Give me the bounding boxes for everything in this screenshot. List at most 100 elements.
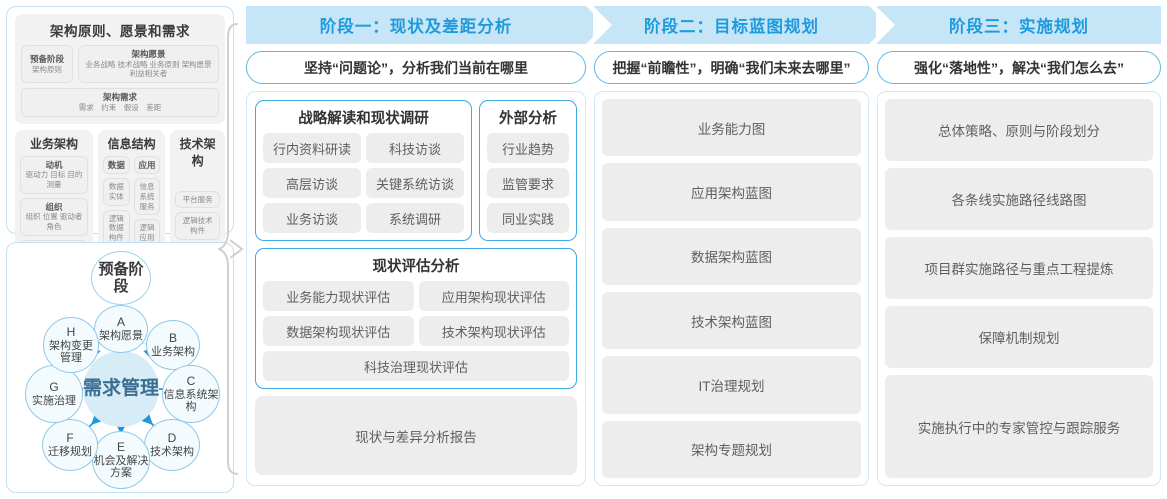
gap-analysis-report[interactable]: 现状与差异分析报告: [255, 396, 577, 475]
togaf-requirements-title: 架构需求: [102, 92, 137, 103]
strategy-research-title: 战略解读和现状调研: [298, 111, 429, 127]
adm-cycle: 预备阶段 需求管理 A 架构愿景 B 业务架构 C 信息系统架构: [7, 243, 233, 492]
chip[interactable]: 行业趋势: [487, 133, 569, 163]
chip[interactable]: 监管要求: [487, 168, 569, 198]
chip[interactable]: 应用架构蓝图: [602, 163, 861, 221]
chip-row: 业务能力现状评估 应用架构现状评估: [263, 281, 569, 311]
adm-node-center: 需求管理: [83, 351, 159, 427]
togaf-prep-sub: 架构原则: [32, 64, 62, 74]
strategy-research-group-wrap: 战略解读和现状调研 行内资料研读 科技访谈 高层访谈 关键系统访谈: [255, 100, 472, 241]
band-item: 数据实体: [103, 178, 130, 206]
togaf-vision-sub: 业务战略 技术战略 业务原则 架构愿景 利益相关者: [85, 59, 212, 79]
chip[interactable]: 各条线实施路径线路图: [885, 168, 1153, 231]
chip[interactable]: 行内资料研读: [263, 133, 361, 163]
adm-node-b: B 业务架构: [146, 320, 200, 370]
external-analysis-items: 行业趋势 监管要求 同业实践: [487, 133, 569, 233]
adm-node-a: A 架构愿景: [94, 305, 148, 353]
chip[interactable]: 数据架构现状评估: [263, 316, 414, 346]
phase-2-banner[interactable]: 阶段二：目标蓝图规划: [593, 6, 888, 44]
phase-2: 阶段二：目标蓝图规划 把握“前瞻性”，明确“我们未来去哪里” 业务能力图 应用架…: [593, 6, 888, 493]
chip-row: 行内资料研读 科技访谈: [263, 133, 464, 163]
band-item: 数据: [103, 155, 130, 175]
chip[interactable]: 系统调研: [366, 203, 464, 233]
phase-2-body: 业务能力图 应用架构蓝图 数据架构蓝图 技术架构蓝图 IT治理规划 架构专题规划: [594, 91, 869, 486]
chip[interactable]: 业务访谈: [263, 203, 361, 233]
togaf-content-framework-card: 架构原则、愿景和需求 预备阶段 架构原则 架构愿景 业务战略 技术战略 业务原则…: [6, 6, 234, 359]
external-analysis-group-wrap: 外部分析 行业趋势 监管要求 同业实践: [479, 100, 577, 241]
strategy-research-group: 战略解读和现状调研 行内资料研读 科技访谈 高层访谈 关键系统访谈: [255, 100, 472, 241]
phase-columns: 阶段一：现状及差距分析 坚持“问题论”，分析我们当前在哪里 战略解读和现状调研 …: [246, 6, 1161, 493]
current-state-assessment-items: 业务能力现状评估 应用架构现状评估 数据架构现状评估 技术架构现状评估 科技治理…: [263, 281, 569, 381]
chip[interactable]: 应用架构现状评估: [418, 281, 569, 311]
external-analysis-group: 外部分析 行业趋势 监管要求 同业实践: [479, 100, 577, 241]
chip-row: 高层访谈 关键系统访谈: [263, 168, 464, 198]
band-title-business: 业务架构: [29, 136, 78, 151]
chip-row: 数据架构现状评估 技术架构现状评估: [263, 316, 569, 346]
togaf-vision-cell: 架构愿景 业务战略 技术战略 业务原则 架构愿景 利益相关者: [78, 45, 219, 84]
togaf-requirements-cell: 架构需求 需求 约束 假设 差距: [21, 88, 219, 117]
adm-node-f: F 迁移规划: [42, 419, 98, 471]
togaf-prep-title: 预备阶段: [29, 53, 64, 64]
left-reference-column: 架构原则、愿景和需求 预备阶段 架构原则 架构愿景 业务战略 技术战略 业务原则…: [6, 6, 234, 493]
adm-node-g: G 实施治理: [25, 365, 83, 423]
togaf-prep-cell: 预备阶段 架构原则: [21, 45, 73, 84]
phase-1-subtitle: 坚持“问题论”，分析我们当前在哪里: [246, 51, 586, 84]
adm-node-c: C 信息系统架构: [162, 365, 220, 423]
phase-1-top-row: 战略解读和现状调研 行内资料研读 科技访谈 高层访谈 关键系统访谈: [255, 100, 577, 241]
chip[interactable]: 总体策略、原则与阶段划分: [885, 99, 1153, 162]
current-state-assessment-title: 现状评估分析: [372, 259, 460, 275]
adm-cycle-card: 预备阶段 需求管理 A 架构愿景 B 业务架构 C 信息系统架构: [6, 242, 234, 493]
chip[interactable]: 同业实践: [487, 203, 569, 233]
band-item: 信息系统服务: [133, 178, 161, 216]
phase-3-banner[interactable]: 阶段三：实施规划: [876, 6, 1161, 44]
phase-1-body: 战略解读和现状调研 行内资料研读 科技访谈 高层访谈 关键系统访谈: [246, 91, 586, 486]
chip-row: 业务访谈 系统调研: [263, 203, 464, 233]
chip[interactable]: 数据架构蓝图: [602, 227, 861, 285]
band-title-information: 信息结构: [107, 136, 156, 151]
chip[interactable]: 业务能力现状评估: [263, 281, 414, 311]
strategy-research-items: 行内资料研读 科技访谈 高层访谈 关键系统访谈 业务访谈 系统调研: [263, 133, 464, 233]
togaf-requirements-sub: 需求 约束 假设 差距: [78, 102, 162, 112]
chip[interactable]: 科技访谈: [366, 133, 464, 163]
band-item: 平台服务: [175, 190, 220, 209]
phase-1-banner-label: 阶段一：现状及差距分析: [319, 18, 513, 36]
chip[interactable]: 项目群实施路径与重点工程提炼: [885, 237, 1153, 300]
phase-3-body: 总体策略、原则与阶段划分 各条线实施路径线路图 项目群实施路径与重点工程提炼 保…: [877, 91, 1161, 486]
adm-node-d: D 技术架构: [144, 419, 200, 471]
phase-2-subtitle: 把握“前瞻性”，明确“我们未来去哪里”: [594, 51, 869, 84]
band-title-technology: 技术架构: [179, 136, 216, 168]
current-state-assessment-group: 现状评估分析 业务能力现状评估 应用架构现状评估 数据架构现状评估 技术架构现状…: [255, 248, 577, 389]
external-analysis-title: 外部分析: [499, 111, 557, 127]
chip[interactable]: 技术架构现状评估: [418, 316, 569, 346]
phase-1-banner[interactable]: 阶段一：现状及差距分析: [246, 6, 605, 44]
phase-2-banner-label: 阶段二：目标蓝图规划: [644, 18, 819, 36]
togaf-vision-row: 预备阶段 架构原则 架构愿景 业务战略 技术战略 业务原则 架构愿景 利益相关者: [21, 45, 219, 84]
togaf-vision-title: 架构愿景: [131, 49, 166, 59]
band-item: 应用: [133, 155, 161, 175]
chip[interactable]: 关键系统访谈: [366, 168, 464, 198]
togaf-principles-block: 架构原则、愿景和需求 预备阶段 架构原则 架构愿景 业务战略 技术战略 业务原则…: [15, 14, 225, 124]
togaf-title: 架构原则、愿景和需求: [50, 24, 190, 39]
band-item: 逻辑技术构件: [175, 212, 220, 240]
phase-3-items: 总体策略、原则与阶段划分 各条线实施路径线路图 项目群实施路径与重点工程提炼 保…: [885, 99, 1153, 479]
adm-node-prep: 预备阶段: [91, 251, 151, 305]
phase-3-subtitle: 强化“落地性”，解决“我们怎么去”: [877, 51, 1161, 84]
chip[interactable]: 实施执行中的专家管控与跟踪服务: [885, 375, 1153, 479]
chip[interactable]: IT治理规划: [602, 356, 861, 414]
phase-3-banner-label: 阶段三：实施规划: [949, 18, 1089, 36]
brace-connector: [218, 23, 244, 475]
chip[interactable]: 高层访谈: [263, 168, 361, 198]
phase-2-items: 业务能力图 应用架构蓝图 数据架构蓝图 技术架构蓝图 IT治理规划 架构专题规划: [602, 99, 861, 478]
chip-row: 科技治理现状评估: [263, 351, 569, 381]
chip[interactable]: 保障机制规划: [885, 306, 1153, 369]
band-item: 动机 驱动力 目标 目的 测量: [20, 155, 88, 194]
chip[interactable]: 技术架构蓝图: [602, 291, 861, 350]
chip[interactable]: 架构专题规划: [602, 420, 861, 478]
adm-node-e: E 机会及解决方案: [92, 431, 150, 489]
band-item: 逻辑数据构件: [103, 209, 130, 247]
chip[interactable]: 科技治理现状评估: [263, 351, 569, 381]
phase-1: 阶段一：现状及差距分析 坚持“问题论”，分析我们当前在哪里 战略解读和现状调研 …: [246, 6, 605, 493]
chip[interactable]: 业务能力图: [602, 99, 861, 157]
adm-node-h: H 架构变更管理: [43, 317, 99, 373]
